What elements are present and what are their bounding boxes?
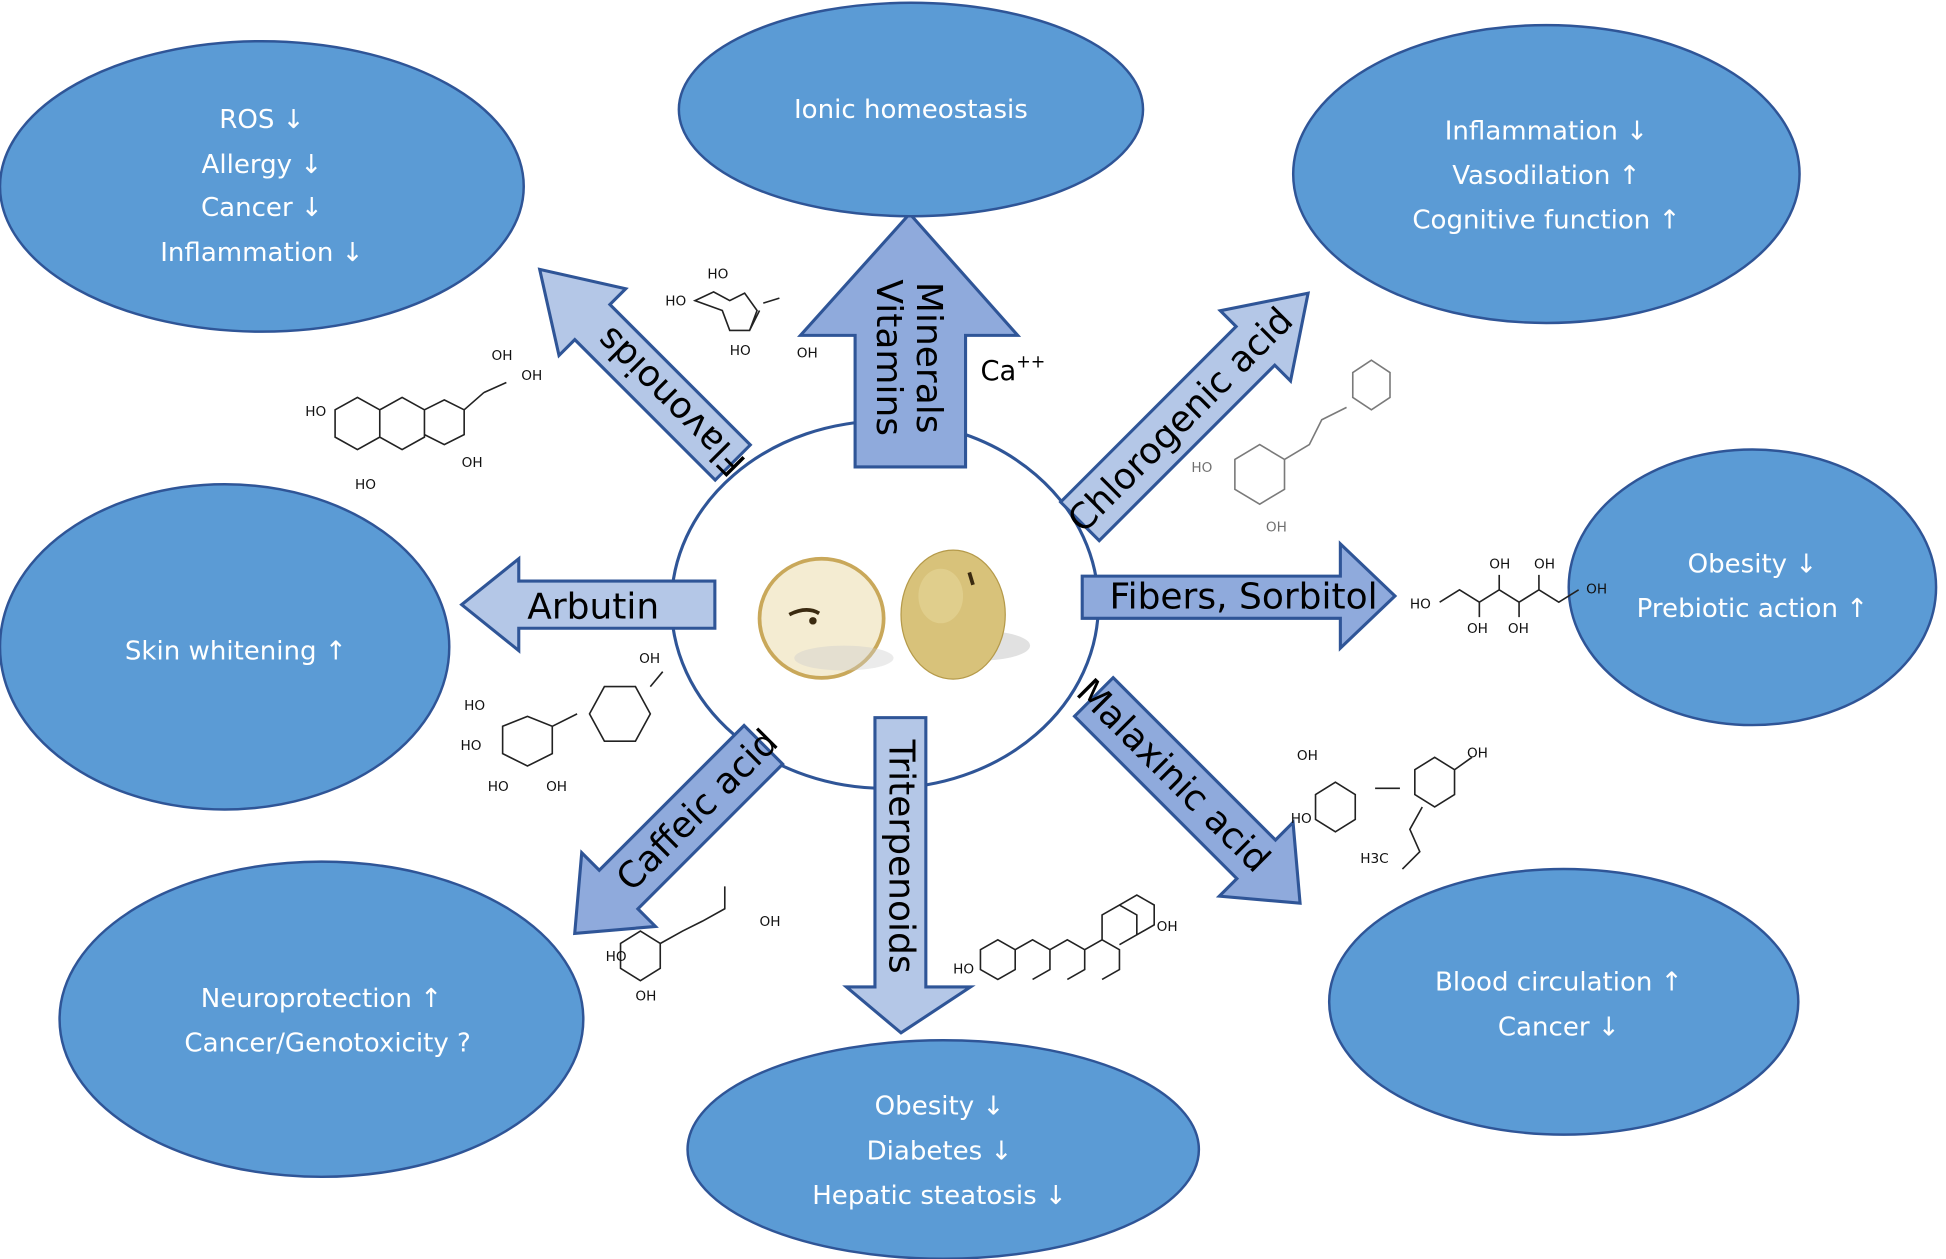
arrow-label-minerals: Minerals bbox=[908, 282, 949, 434]
arrow-chlorogenic-acid: Chlorogenic acid bbox=[1058, 291, 1311, 543]
effect-text: Cognitive function ↑ bbox=[1412, 206, 1680, 236]
effect-text: Inflammation ↓ bbox=[160, 238, 363, 268]
chem-label: OH bbox=[462, 455, 483, 471]
chem-label: HO bbox=[464, 698, 485, 714]
chem-label: OH bbox=[1297, 748, 1318, 764]
caffeic-acid-structure: HO OH OH bbox=[606, 886, 781, 1005]
chem-label: HO bbox=[1291, 811, 1312, 827]
effect-text: Neuroprotection ↑ bbox=[201, 984, 442, 1014]
chem-label: OH bbox=[760, 914, 781, 930]
effect-flavonoids: ROS ↓ Allergy ↓ Cancer ↓ Inflammation ↓ bbox=[0, 40, 525, 333]
effect-minerals: Ionic homeostasis bbox=[677, 1, 1145, 218]
chem-label: HO bbox=[953, 961, 974, 977]
quercetin-structure: HO HO OH OH OH bbox=[305, 348, 542, 493]
effect-triterpenoids: Obesity ↓ Diabetes ↓ Hepatic steatosis ↓ bbox=[686, 1039, 1201, 1259]
arrow-triterpenoids: Triterpenoids bbox=[842, 716, 976, 1035]
chlorogenic-acid-structure: HO OH bbox=[1191, 359, 1391, 535]
arrow-label-caffeic-acid: Caffeic acid bbox=[609, 722, 786, 899]
ion-label: Ca++ bbox=[980, 353, 1045, 387]
chem-label: HO bbox=[1410, 596, 1431, 612]
chem-label: HO bbox=[1191, 460, 1212, 476]
effect-text: Hepatic steatosis ↓ bbox=[812, 1181, 1067, 1211]
effect-text: ROS ↓ bbox=[219, 105, 304, 135]
arrow-label-malaxinic-acid: Malaxinic acid bbox=[1068, 671, 1277, 880]
sorbitol-structure: HO OH OH OH OH OH bbox=[1410, 557, 1607, 638]
effect-text: Obesity ↓ bbox=[875, 1092, 1005, 1122]
ursolic-acid-structure: HO OH bbox=[953, 894, 1178, 981]
arbutin-structure: HO HO HO OH OH bbox=[460, 651, 664, 795]
effect-text: Obesity ↓ bbox=[1688, 549, 1818, 579]
arrow-fibers-sorbitol: Fibers, Sorbitol bbox=[1080, 540, 1398, 652]
chem-label: OH bbox=[491, 348, 512, 364]
arrow-arbutin: Arbutin bbox=[459, 555, 717, 654]
chem-label: H3C bbox=[1360, 851, 1388, 867]
chem-label: HO bbox=[730, 343, 751, 359]
chem-label: OH bbox=[1157, 919, 1178, 935]
chem-label: OH bbox=[1586, 582, 1607, 598]
malaxinic-acid-structure: OH HO OH H3C bbox=[1291, 745, 1488, 870]
chem-label: OH bbox=[1489, 557, 1510, 573]
arrow-label-arbutin: Arbutin bbox=[527, 587, 659, 628]
effect-text: Cancer ↓ bbox=[1498, 1012, 1620, 1042]
chem-label: OH bbox=[1467, 621, 1488, 637]
chem-label: HO bbox=[460, 738, 481, 754]
effect-text: Blood circulation ↑ bbox=[1435, 968, 1683, 998]
arrow-label-fibers-sorbitol: Fibers, Sorbitol bbox=[1110, 577, 1378, 618]
chem-label: HO bbox=[707, 266, 728, 282]
arrow-malaxinic-acid: Malaxinic acid bbox=[1068, 671, 1302, 905]
arrow-minerals-vitamins: Minerals Vitamins bbox=[797, 211, 1022, 469]
pear-half-image bbox=[757, 556, 894, 680]
chem-label: HO bbox=[665, 294, 686, 310]
chem-label: HO bbox=[488, 779, 509, 795]
chem-label: OH bbox=[546, 779, 567, 795]
chem-label: HO bbox=[606, 949, 627, 965]
chem-label: OH bbox=[521, 368, 542, 384]
pear-whole-image bbox=[900, 549, 1031, 680]
effect-text: Skin whitening ↑ bbox=[125, 636, 347, 666]
effect-text: Allergy ↓ bbox=[202, 150, 323, 180]
chem-label: OH bbox=[1534, 557, 1555, 573]
chem-label: HO bbox=[355, 477, 376, 493]
effect-text: Ionic homeostasis bbox=[794, 95, 1028, 125]
chem-label: HO bbox=[305, 404, 326, 420]
arrow-flavonoids: Flavonoids bbox=[537, 267, 754, 484]
ascorbic-acid-structure: HO HO HO OH bbox=[665, 266, 818, 361]
effect-text: Prebiotic action ↑ bbox=[1637, 594, 1868, 624]
arrow-label-vitamins: Vitamins bbox=[868, 279, 909, 436]
chem-label: OH bbox=[1266, 519, 1287, 535]
chem-label: OH bbox=[639, 651, 660, 667]
chem-label: OH bbox=[1508, 621, 1529, 637]
effect-chlorogenic: Inflammation ↓ Vasodilation ↑ Cognitive … bbox=[1291, 23, 1801, 325]
effect-fibers: Obesity ↓ Prebiotic action ↑ bbox=[1567, 448, 1938, 727]
effect-arbutin: Skin whitening ↑ bbox=[0, 483, 451, 811]
arrow-label-chlorogenic-acid: Chlorogenic acid bbox=[1060, 300, 1301, 541]
chem-label: OH bbox=[635, 989, 656, 1005]
effect-malaxinic: Blood circulation ↑ Cancer ↓ bbox=[1327, 867, 1800, 1136]
arrow-label-triterpenoids: Triterpenoids bbox=[881, 739, 922, 974]
effect-caffeic: Neuroprotection ↑ Cancer/Genotoxicity ? bbox=[58, 860, 585, 1179]
effect-text: Inflammation ↓ bbox=[1445, 116, 1648, 146]
chem-label: OH bbox=[797, 346, 818, 362]
effect-text: Vasodilation ↑ bbox=[1452, 161, 1640, 191]
chem-label: OH bbox=[1467, 745, 1488, 761]
effect-text: Cancer ↓ bbox=[201, 193, 323, 223]
effect-text: Cancer/Genotoxicity ? bbox=[184, 1028, 470, 1058]
effect-text: Diabetes ↓ bbox=[867, 1136, 1013, 1166]
